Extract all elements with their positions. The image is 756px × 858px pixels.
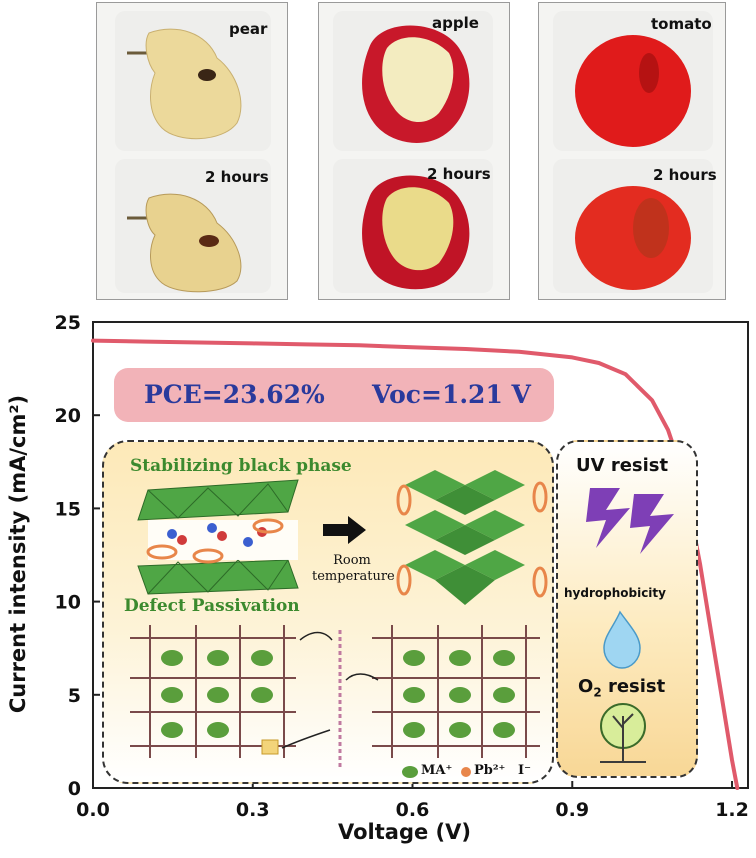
apple-illustration (333, 11, 493, 293)
perovskite-layer-top (137, 479, 299, 521)
o2-resist-label: O2 resist (578, 676, 665, 700)
lattice-right (372, 625, 540, 758)
y-tick-label: 25 (55, 312, 81, 334)
room-temp-label: Room temperature (312, 553, 395, 585)
pce-value: PCE=23.62% (144, 380, 325, 409)
stabilizing-label: Stabilizing black phase (130, 456, 352, 476)
tomato-illustration (553, 11, 713, 293)
ma-legend-icon (402, 766, 418, 778)
apple-2hours-label: 2 hours (427, 165, 491, 183)
y-tick-label: 5 (68, 685, 81, 707)
hydrophobicity-label: hydrophobicity (564, 586, 666, 600)
legend-pb-label: Pb²⁺ (474, 763, 506, 778)
lattice-right-ions (403, 650, 515, 738)
pce-box (114, 368, 554, 422)
o2-prefix: O (578, 676, 594, 697)
room-temp-line2: temperature (312, 569, 395, 584)
voc-value: Voc=1.21 V (372, 380, 531, 409)
x-tick-label: 0.3 (236, 799, 270, 821)
defect-label: Defect Passivation (124, 596, 300, 616)
o2-subscript: 2 (593, 685, 602, 700)
lightning-icon (586, 488, 674, 554)
legend-ma-label: MA⁺ (421, 763, 453, 778)
water-drop-icon (603, 610, 641, 669)
x-tick-label: 1.2 (715, 799, 749, 821)
pear-2hours-label: 2 hours (205, 168, 269, 186)
o2-suffix: resist (601, 676, 666, 697)
x-axis-label: Voltage (V) (338, 820, 471, 844)
defect-site (261, 739, 279, 755)
pb-legend-icon (461, 767, 471, 777)
x-tick-label: 0.9 (555, 799, 589, 821)
orange-ring-markers (146, 518, 284, 564)
arrow-icon (323, 516, 366, 544)
tomato-2hours-label: 2 hours (653, 166, 717, 184)
lattice-left (130, 625, 296, 758)
lattice-left-ions (161, 650, 273, 738)
room-temp-line1: Room (333, 553, 371, 568)
ma-cations-band (148, 520, 298, 560)
pear-illustration (115, 11, 271, 293)
jv-curve-line (91, 338, 740, 790)
uv-resist-label: UV resist (576, 455, 669, 476)
y-tick-label: 0 (68, 778, 81, 800)
x-tick-label: 0.0 (76, 799, 110, 821)
tree-icon (600, 703, 646, 763)
plot-frame (92, 321, 749, 789)
tomato-label: tomato (651, 15, 712, 33)
apple-label: apple (432, 14, 479, 32)
x-tick-label: 0.6 (396, 799, 430, 821)
legend-i-label: I⁻ (518, 763, 531, 778)
pear-label: pear (229, 20, 268, 38)
pear-photo-panel: pear 2 hours (96, 2, 288, 300)
perovskite-lattice (405, 470, 525, 605)
y-tick-label: 10 (55, 592, 81, 614)
apple-photo-panel: apple 2 hours (318, 2, 510, 300)
y-tick-label: 20 (55, 405, 81, 427)
perovskite-layer-bottom (137, 559, 299, 595)
y-tick-label: 15 (55, 498, 81, 520)
tomato-photo-panel: tomato 2 hours (538, 2, 726, 300)
